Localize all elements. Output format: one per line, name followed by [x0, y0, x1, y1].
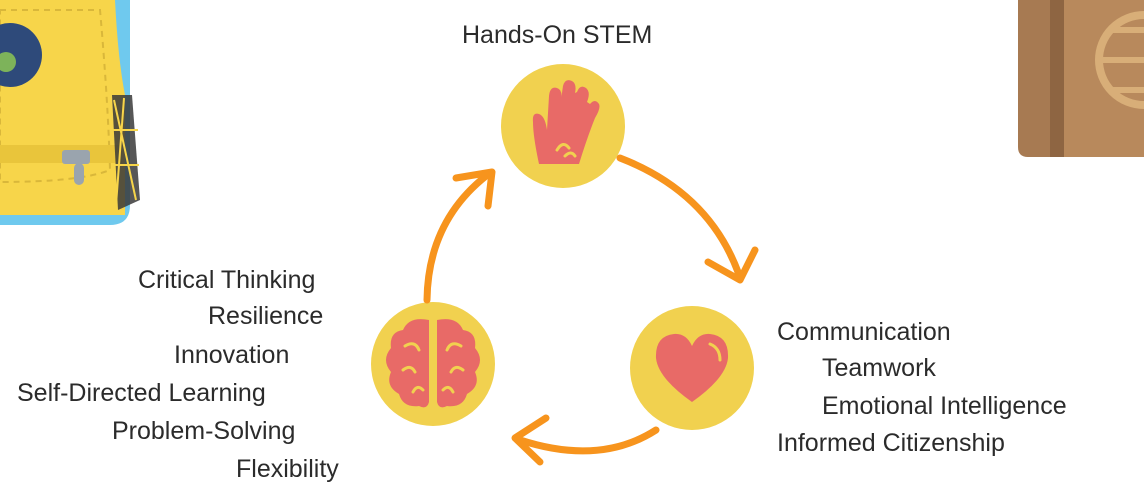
left-skill-item: Self-Directed Learning [17, 379, 266, 407]
hand-icon [532, 80, 600, 164]
book-illustration [1018, 0, 1144, 157]
left-skill-item: Flexibility [236, 455, 339, 483]
left-skill-item: Resilience [208, 302, 324, 330]
arrow-left-to-top [423, 168, 496, 304]
arrow-top-to-right [616, 154, 759, 284]
brain-icon [386, 319, 480, 408]
right-skill-item: Emotional Intelligence [822, 392, 1067, 420]
right-skill-item: Teamwork [822, 354, 936, 382]
left-skill-item: Critical Thinking [138, 266, 316, 294]
right-skill-item: Communication [777, 318, 951, 346]
left-skill-item: Problem-Solving [112, 417, 296, 445]
heart-icon [655, 333, 729, 402]
right-skill-item: Informed Citizenship [777, 429, 1005, 457]
backpack-illustration [0, 0, 140, 225]
arrow-right-to-left [511, 414, 660, 466]
top-node-label: Hands-On STEM [462, 21, 653, 49]
left-skill-item: Innovation [174, 341, 290, 369]
